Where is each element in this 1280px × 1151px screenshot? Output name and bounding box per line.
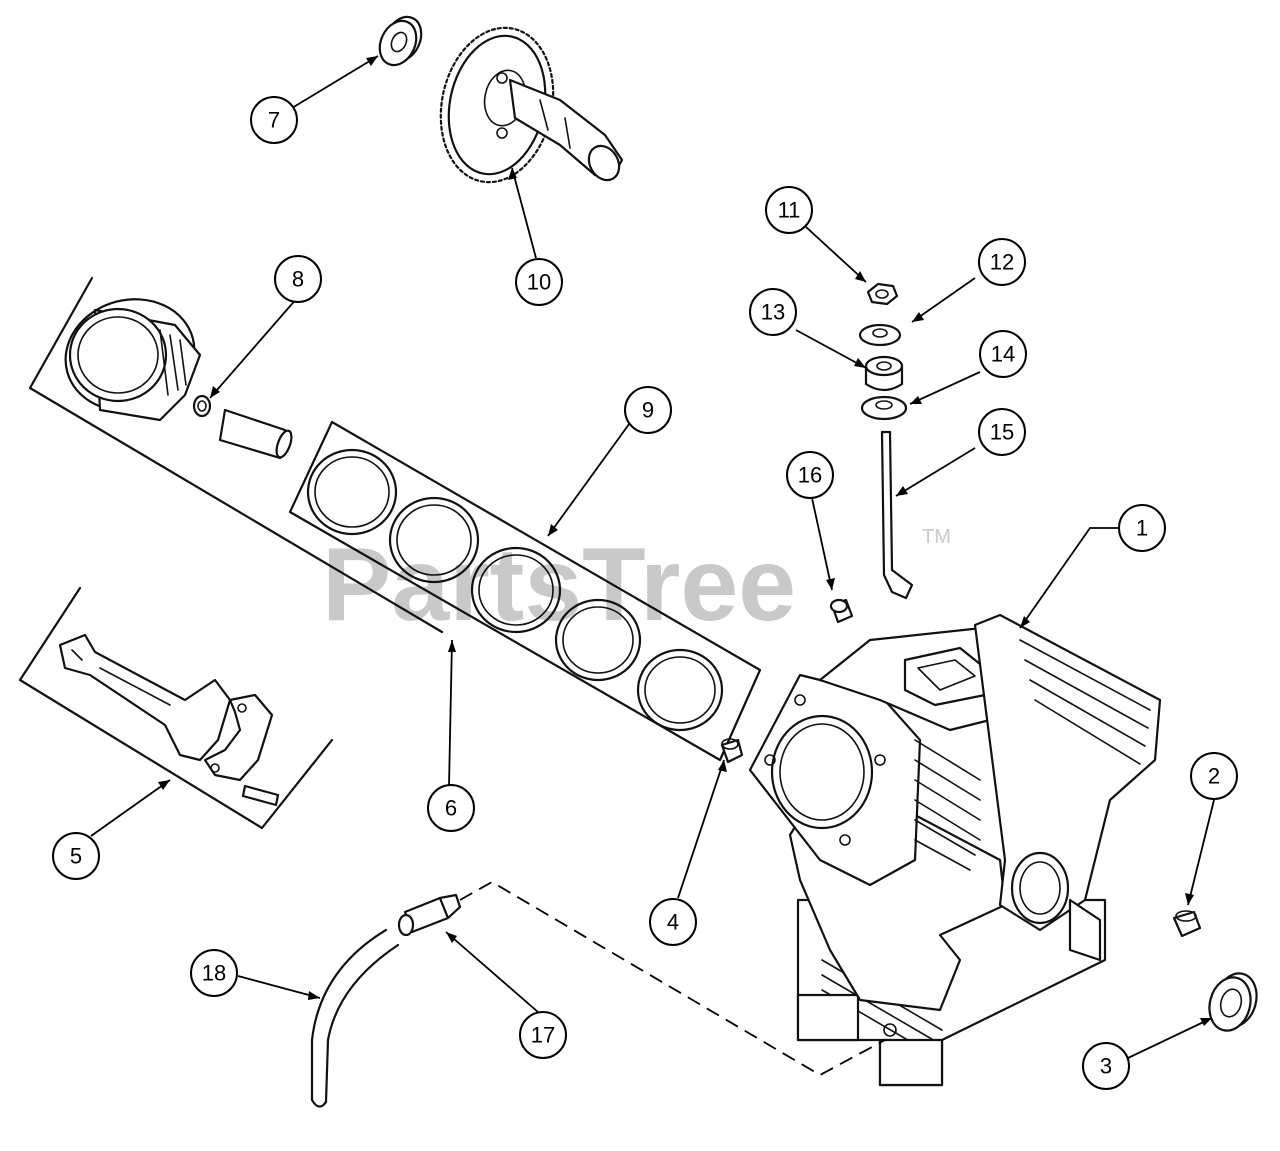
- callout-label: 10: [527, 270, 551, 295]
- callout-label: 1: [1136, 516, 1148, 541]
- callout-14: 14: [979, 330, 1027, 378]
- part-5-connecting-rod-drawing: [18, 586, 334, 830]
- callout-label: 2: [1208, 764, 1220, 789]
- callout-3: 3: [1082, 1042, 1130, 1090]
- callout-label: 9: [642, 398, 654, 423]
- part-6-piston-kit-drawing: [28, 276, 444, 634]
- callout-10: 10: [515, 258, 563, 306]
- leader-lines: [90, 55, 1215, 1059]
- callout-label: 12: [990, 250, 1014, 275]
- part-15-rod-drawing: [880, 430, 914, 600]
- part-2-plug-drawing: [1172, 910, 1202, 938]
- callout-label: 15: [990, 420, 1014, 445]
- callout-label: 13: [761, 300, 785, 325]
- part-14-washer-drawing: [860, 395, 908, 421]
- callout-label: 8: [292, 267, 304, 292]
- part-17-switch-drawing: [397, 880, 886, 1077]
- part-9-rings-drawing: [288, 420, 762, 762]
- callout-13: 13: [749, 288, 797, 336]
- callout-label: 7: [268, 108, 280, 133]
- part-18-tube-drawing: [310, 928, 400, 1108]
- callout-6: 6: [427, 784, 475, 832]
- callout-label: 3: [1100, 1054, 1112, 1079]
- part-7-washer-drawing: [378, 15, 423, 67]
- callout-4: 4: [649, 898, 697, 946]
- callout-5: 5: [52, 832, 100, 880]
- callout-8: 8: [274, 255, 322, 303]
- part-12-washer-drawing: [858, 323, 902, 347]
- callout-9: 9: [624, 386, 672, 434]
- callout-11: 11: [765, 186, 813, 234]
- callout-label: 16: [798, 463, 822, 488]
- callout-label: 17: [531, 1023, 555, 1048]
- callout-label: 11: [778, 198, 801, 223]
- callout-label: 6: [445, 796, 457, 821]
- part-13-grommet-drawing: [864, 355, 904, 392]
- callout-17: 17: [519, 1011, 567, 1059]
- callout-12: 12: [978, 238, 1026, 286]
- callout-label: 4: [667, 910, 679, 935]
- part-10-camshaft-drawing: [439, 26, 624, 184]
- callout-7: 7: [250, 96, 298, 144]
- callout-label: 5: [70, 844, 82, 869]
- part-16-plug-drawing: [829, 598, 854, 624]
- part-1-block-drawing: [748, 613, 1162, 1087]
- callout-1: 1: [1118, 504, 1166, 552]
- callout-2: 2: [1190, 752, 1238, 800]
- callout-15: 15: [978, 408, 1026, 456]
- callout-16: 16: [786, 451, 834, 499]
- part-3-seal-drawing: [1208, 972, 1258, 1032]
- part-11-nut-drawing: [866, 282, 899, 306]
- watermark-trademark: TM: [922, 526, 951, 548]
- callout-label: 18: [202, 961, 226, 986]
- callout-18: 18: [190, 949, 238, 997]
- callout-label: 14: [991, 342, 1015, 367]
- part-4-dowel-drawing: [720, 738, 744, 764]
